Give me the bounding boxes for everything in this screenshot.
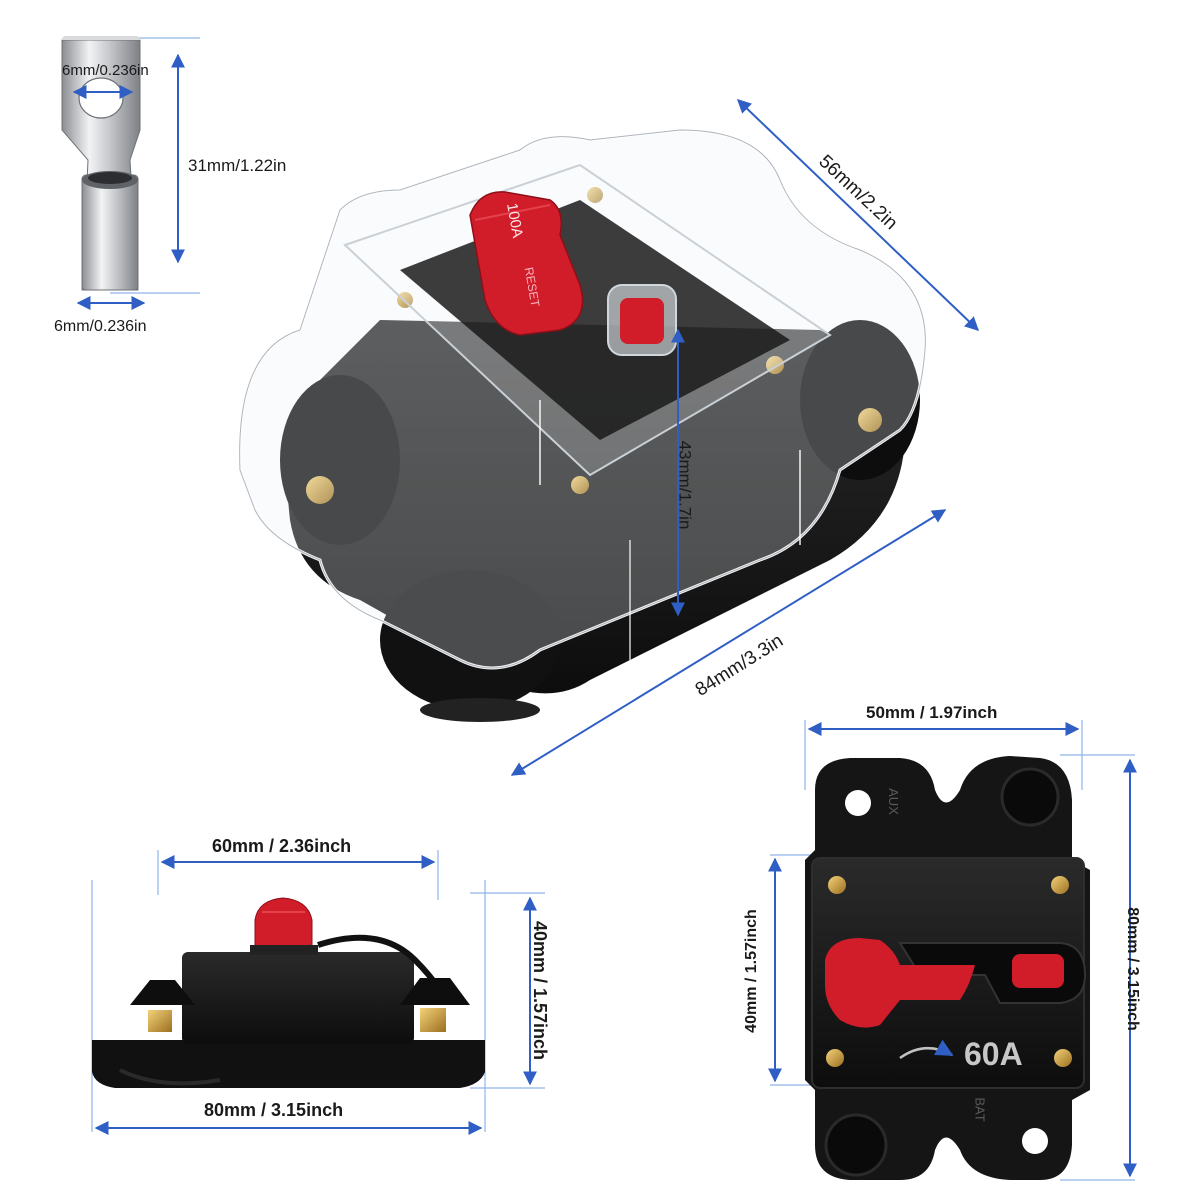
top-view-breaker-illustration xyxy=(768,720,1137,1181)
top-view-width-label: 50mm / 1.97inch xyxy=(866,703,998,722)
top-view-rating-label: 60A xyxy=(964,1036,1023,1072)
covered-breaker-illustration xyxy=(238,99,980,776)
top-view-total-height-label: 80mm / 3.15inch xyxy=(1123,907,1141,1031)
side-view-height-label: 40mm / 1.57inch xyxy=(530,920,551,1061)
top-view-bat-terminal-label: BAT xyxy=(972,1097,988,1122)
side-view-top-width-label: 60mm / 2.36inch xyxy=(212,836,352,856)
lug-hole-dimension-label: 6mm/0.236in xyxy=(62,62,149,79)
side-view-bottom-width-label: 80mm / 3.15inch xyxy=(204,1100,344,1120)
lug-barrel-dimension-label: 6mm/0.236in xyxy=(54,318,147,335)
ring-terminal-lug-illustration xyxy=(61,36,200,310)
lug-length-dimension-label: 31mm/1.22in xyxy=(188,156,287,175)
top-view-inner-height-label: 40mm / 1.57inch xyxy=(742,909,760,1033)
top-view-aux-terminal-label: AUX xyxy=(885,788,901,815)
covered-breaker-height-label: 43mm/1.7in xyxy=(675,440,695,530)
side-view-breaker-illustration xyxy=(91,850,545,1135)
